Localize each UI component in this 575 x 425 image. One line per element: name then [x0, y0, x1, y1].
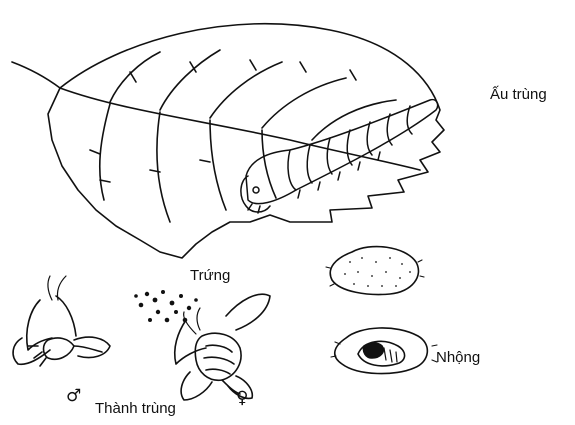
- adult-label: Thành trùng: [95, 401, 176, 416]
- larva-label: Ấu trùng: [490, 87, 547, 102]
- eggs-cluster: [134, 290, 198, 322]
- larva-caterpillar: [241, 100, 438, 213]
- egg-label: Trứng: [190, 268, 230, 283]
- cocoon: [326, 247, 424, 295]
- pupa: [331, 328, 437, 374]
- mulberry-leaf: [12, 24, 444, 258]
- male-symbol: ♂: [66, 388, 81, 405]
- pupa-label: Nhộng: [436, 350, 480, 365]
- female-symbol: ♀: [236, 390, 248, 407]
- adult-moth-male: [13, 276, 110, 366]
